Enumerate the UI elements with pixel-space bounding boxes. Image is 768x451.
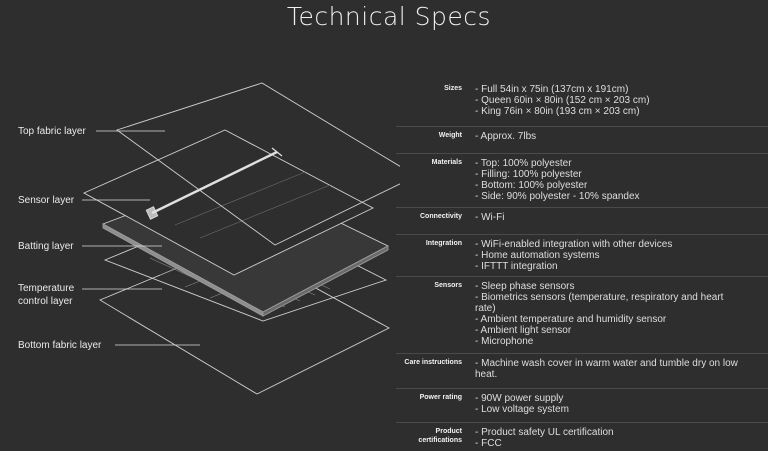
spec-label: Materials	[431, 159, 462, 166]
spec-label: Sizes	[444, 85, 462, 92]
spec-value: - Biometrics sensors (temperature, respi…	[475, 292, 724, 314]
spec-label: Sensors	[434, 282, 462, 289]
spec-value: - 90W power supply	[475, 393, 564, 404]
specs-table: Sizes - Full 54in x 75in (137cm x 191cm)…	[396, 80, 768, 451]
spec-value: - Queen 60in × 80in (152 cm × 203 cm)	[475, 95, 650, 106]
layer-label-bottom-fabric: Bottom fabric layer	[18, 340, 102, 351]
spec-row-materials: Materials - Top: 100% polyester - Fillin…	[396, 154, 768, 208]
spec-value: - Full 54in x 75in (137cm x 191cm)	[475, 84, 629, 95]
spec-row-weight: Weight - Approx. 7lbs	[396, 127, 768, 154]
spec-value: - Sleep phase sensors	[475, 281, 575, 292]
spec-value: - Product safety UL certification	[475, 427, 614, 438]
spec-value: - Ambient temperature and humidity senso…	[475, 314, 667, 325]
spec-label: Connectivity	[419, 213, 462, 220]
spec-value: - Wi-Fi	[475, 212, 505, 223]
spec-value: - Filling: 100% polyester	[475, 169, 582, 180]
spec-value: - Top: 100% polyester	[475, 158, 572, 169]
spec-row-sizes: Sizes - Full 54in x 75in (137cm x 191cm)…	[396, 80, 768, 127]
spec-value: - Approx. 7lbs	[475, 131, 537, 142]
page-title: Technical Specs	[286, 2, 492, 31]
spec-row-power: Power rating - 90W power supply - Low vo…	[396, 389, 768, 423]
spec-label: Weight	[438, 132, 462, 139]
spec-value: - Ambient light sensor	[475, 325, 572, 336]
spec-value: - Low voltage system	[475, 404, 569, 415]
spec-value: - King 76in × 80in (193 cm × 203 cm)	[475, 106, 640, 117]
spec-row-sensors: Sensors - Sleep phase sensors - Biometri…	[396, 277, 768, 354]
layers-diagram	[82, 82, 400, 395]
spec-value: - FCC	[475, 438, 502, 449]
spec-label: Care instructions	[404, 359, 462, 366]
spec-row-connectivity: Connectivity - Wi-Fi	[396, 208, 768, 235]
spec-row-certifications: Product certifications - Product safety …	[396, 423, 768, 451]
spec-label: Power rating	[419, 394, 462, 401]
spec-value: - Bottom: 100% polyester	[475, 180, 588, 191]
spec-row-care: Care instructions - Machine wash cover i…	[396, 354, 768, 389]
layer-label-top-fabric: Top fabric layer	[18, 126, 86, 137]
spec-value: - Machine wash cover in warm water and t…	[475, 358, 738, 380]
spec-value: - Home automation systems	[475, 250, 600, 261]
layer-label-temperature-control: Temperature control layer	[18, 283, 75, 307]
layer-label-sensor: Sensor layer	[18, 195, 75, 206]
spec-label: Integration	[425, 240, 462, 247]
spec-value: - WiFi-enabled integration with other de…	[475, 239, 673, 250]
leader-lines	[82, 130, 200, 346]
spec-label: Product certifications	[418, 428, 462, 444]
top-fabric-layer-shape	[116, 82, 400, 246]
layer-label-batting: Batting layer	[18, 241, 74, 252]
spec-value: - IFTTT integration	[475, 261, 558, 272]
spec-value: - Microphone	[475, 336, 534, 347]
spec-row-integration: Integration - WiFi-enabled integration w…	[396, 235, 768, 277]
sensor-layer-shape	[82, 129, 374, 276]
spec-value: - Side: 90% polyester - 10% spandex	[475, 191, 640, 202]
